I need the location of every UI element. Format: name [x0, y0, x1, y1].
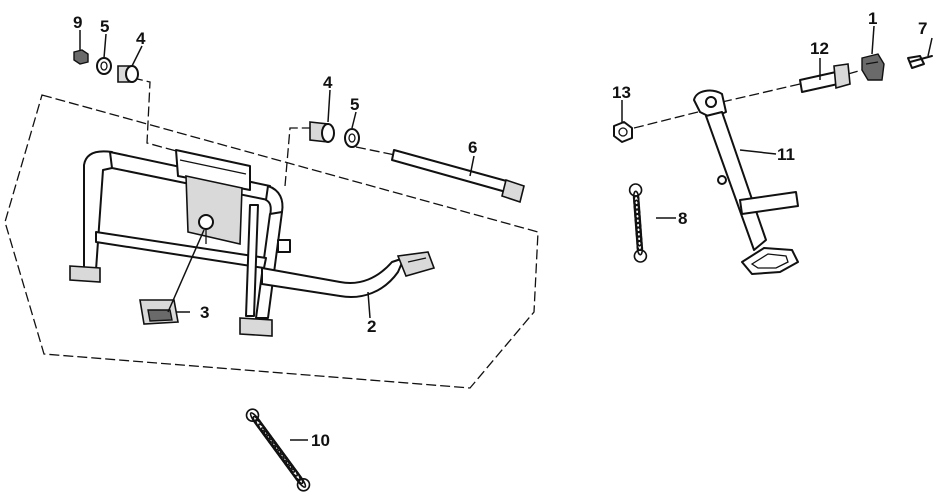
nut-7	[73, 49, 89, 65]
washer-5-right	[344, 128, 360, 148]
guide-line-bolt	[132, 77, 181, 153]
washer-5-left	[96, 57, 112, 75]
guide-line-axle	[355, 146, 396, 156]
callout-11: 12	[810, 39, 829, 58]
collar-4-left	[117, 65, 139, 83]
callout-3: 3	[200, 303, 209, 322]
callout-5-right: 5	[350, 95, 359, 114]
pivot-bolt-11	[799, 63, 851, 93]
leader-lines	[79, 25, 933, 441]
rubber-stopper	[139, 299, 179, 325]
callout-2: 2	[367, 317, 376, 336]
side-stand	[693, 89, 799, 275]
guide-line-shaft	[284, 127, 310, 187]
callout-1: 1	[868, 9, 877, 28]
callout-8: 10	[311, 431, 330, 450]
callout-5-left: 5	[100, 17, 109, 36]
callout-10: 8	[678, 209, 687, 228]
guide-line-side-bolt	[633, 109, 707, 129]
callout-13: 7	[918, 19, 927, 38]
stand-shaft	[391, 149, 525, 204]
main-stand-spring	[245, 408, 311, 492]
callout-6: 6	[468, 138, 477, 157]
main-stand-group-outline	[4, 94, 539, 389]
callout-12: 13	[612, 83, 631, 102]
switch-1	[861, 53, 885, 81]
side-stand-spring	[628, 183, 648, 263]
nut-12	[613, 121, 633, 143]
guide-line-side-bolt-2	[721, 83, 801, 103]
guide-line-side-bolt-3	[847, 69, 863, 75]
collar-4-right	[309, 121, 335, 143]
bolt-13	[907, 55, 933, 69]
callout-4-left: 4	[136, 29, 146, 48]
main-stand	[69, 149, 436, 337]
callout-4-right: 4	[323, 73, 333, 92]
callout-9: 11	[777, 145, 795, 164]
callout-7: 9	[73, 13, 82, 32]
